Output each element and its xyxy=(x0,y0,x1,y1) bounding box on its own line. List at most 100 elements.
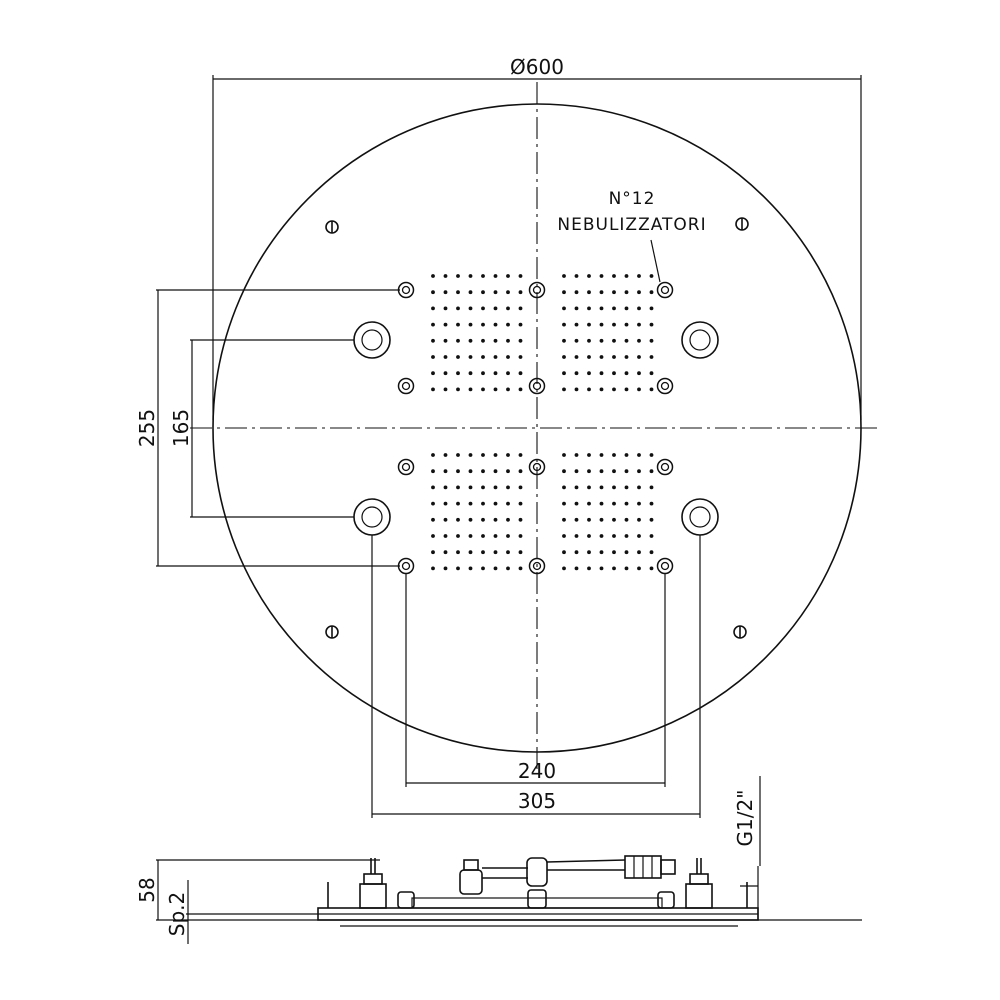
nebulizer-nozzle xyxy=(656,458,674,476)
nozzle-dot xyxy=(612,371,616,376)
nozzle-dot xyxy=(481,371,485,376)
nozzle-dot xyxy=(637,306,641,311)
nozzle-dot xyxy=(518,338,523,343)
nozzle-dot xyxy=(481,274,485,278)
top-view: Ø600 255 165 240 305 xyxy=(135,55,882,818)
nozzle-dot xyxy=(649,371,654,376)
nozzle-dot xyxy=(587,517,591,522)
height-outer-label: 255 xyxy=(135,409,159,447)
nozzle-dot xyxy=(599,290,604,295)
nozzle-dot xyxy=(612,485,616,490)
nozzle-dot xyxy=(624,306,629,311)
nozzle-dot xyxy=(468,566,473,571)
nozzle-dot xyxy=(456,355,460,359)
nozzle-dot xyxy=(612,306,616,311)
side-view: G1/2" 58 Sp.2 xyxy=(135,776,862,944)
nozzle-dot xyxy=(506,371,510,376)
width-outer-dimension: 305 xyxy=(371,535,701,818)
nozzle-dot xyxy=(624,550,629,555)
nozzle-dot xyxy=(612,566,616,571)
nozzle-dot xyxy=(518,566,523,571)
nozzle-dot xyxy=(518,534,523,538)
nozzle-dot xyxy=(562,371,566,376)
nozzle-dot xyxy=(493,469,498,474)
mounting-screws xyxy=(325,217,749,639)
nozzle-dot xyxy=(493,517,498,522)
nozzle-dot xyxy=(599,534,604,538)
nozzle-dot xyxy=(506,550,510,555)
nozzle-dot xyxy=(468,322,473,327)
nozzle-dot xyxy=(574,387,579,392)
nozzle-dot xyxy=(562,469,566,474)
nozzle-dot xyxy=(624,517,629,522)
nozzle-dot xyxy=(468,371,473,376)
nozzle-dot xyxy=(574,322,579,327)
nebulizer-nozzle xyxy=(397,458,415,476)
nozzle-dot xyxy=(481,322,485,327)
nozzle-dot xyxy=(493,501,498,506)
nozzle-dot xyxy=(562,566,566,571)
nozzle-dot xyxy=(506,566,510,571)
nozzle-dot xyxy=(493,387,498,392)
nozzle-dot xyxy=(587,338,591,343)
nozzle-dot xyxy=(587,387,591,392)
nozzle-dot xyxy=(431,517,435,522)
nozzle-dot xyxy=(587,274,591,278)
nozzle-dot xyxy=(612,517,616,522)
nozzle-dot xyxy=(443,501,448,506)
nozzle-dot xyxy=(599,387,604,392)
nozzle-dot xyxy=(506,355,510,359)
nozzle-dot xyxy=(456,387,460,392)
nozzle-dot xyxy=(587,469,591,474)
nozzle-dot xyxy=(587,550,591,555)
nozzle-dot xyxy=(562,501,566,506)
nozzle-dot xyxy=(574,371,579,376)
nozzle-dot xyxy=(599,274,604,278)
nozzle-dot xyxy=(587,485,591,490)
nozzle-dot xyxy=(456,274,460,278)
nozzle-dot xyxy=(637,387,641,392)
nozzle-dot xyxy=(468,534,473,538)
nozzle-dot xyxy=(612,469,616,474)
nozzle-dot xyxy=(481,306,485,311)
nozzle-dot xyxy=(481,534,485,538)
nozzle-dot xyxy=(493,566,498,571)
nozzle-dot xyxy=(506,485,510,490)
nozzle-dot xyxy=(612,355,616,359)
nozzle-dot xyxy=(624,566,629,571)
nozzle-dot xyxy=(587,501,591,506)
nozzle-dot xyxy=(599,566,604,571)
nozzle-dot xyxy=(431,387,435,392)
nozzle-dot xyxy=(574,534,579,538)
thread-label: G1/2" xyxy=(733,790,757,847)
nozzle-dot xyxy=(599,469,604,474)
nozzle-dot xyxy=(481,550,485,555)
nozzle-dot xyxy=(506,274,510,278)
nebulizer-nozzle xyxy=(656,377,674,395)
nozzle-dot xyxy=(443,534,448,538)
note-count: N°12 xyxy=(609,189,656,209)
nozzle-dot xyxy=(612,322,616,327)
nozzle-dot xyxy=(587,371,591,376)
nozzle-dot xyxy=(431,501,435,506)
nozzle-dot xyxy=(506,290,510,295)
nebulizer-nozzle xyxy=(397,557,415,575)
nozzle-dot xyxy=(481,338,485,343)
nozzle-dot xyxy=(518,453,523,457)
nozzle-dot xyxy=(431,322,435,327)
nozzle-dot xyxy=(562,387,566,392)
nozzle-dot xyxy=(468,274,473,278)
nozzle-dot xyxy=(468,501,473,506)
nozzle-dot xyxy=(481,453,485,457)
nozzle-dot xyxy=(481,355,485,359)
nozzle-dot xyxy=(443,290,448,295)
nozzle-dot xyxy=(518,387,523,392)
nozzle-dot xyxy=(431,550,435,555)
nozzle-dot xyxy=(431,290,435,295)
nozzle-dot xyxy=(431,566,435,571)
nozzle-dot xyxy=(518,371,523,376)
nozzle-dot xyxy=(612,534,616,538)
nozzle-dot xyxy=(637,566,641,571)
nozzle-dot xyxy=(562,338,566,343)
nozzle-dot xyxy=(468,453,473,457)
